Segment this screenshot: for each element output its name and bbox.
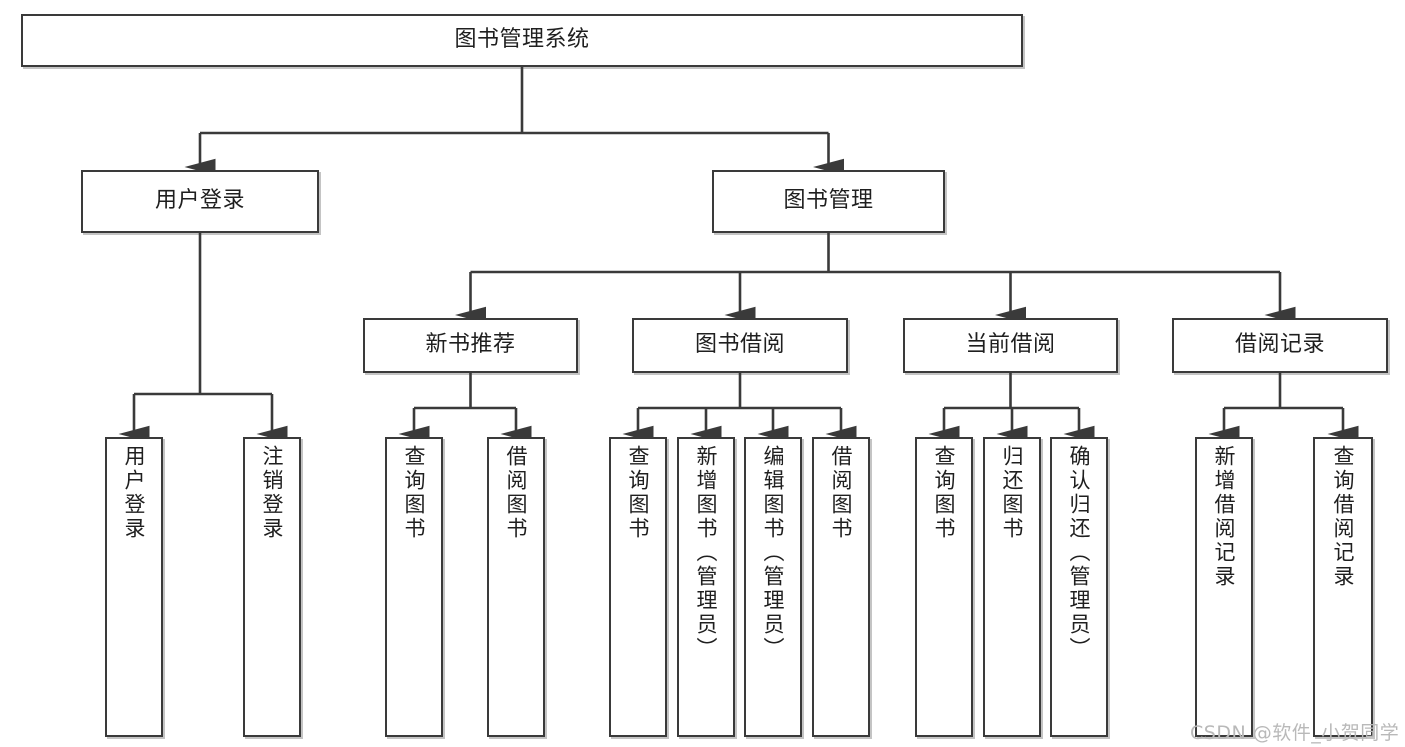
node-root[interactable]: 图书管理系统 (21, 14, 1023, 67)
node-label: 编辑图书（管理员） (761, 445, 786, 661)
node-label: 新书推荐 (425, 332, 516, 358)
node-user-login[interactable]: 用户登录 (81, 170, 319, 233)
leaf-leaf-return-book[interactable]: 归还图书 (983, 437, 1041, 737)
node-label: 查询借阅记录 (1331, 445, 1356, 589)
leaf-leaf-borrow-book-rec[interactable]: 借阅图书 (487, 437, 545, 737)
node-label: 借阅图书 (504, 445, 529, 541)
node-current-borrow[interactable]: 当前借阅 (903, 318, 1118, 373)
node-new-book-rec[interactable]: 新书推荐 (363, 318, 578, 373)
leaf-leaf-query-book-cur[interactable]: 查询图书 (915, 437, 973, 737)
node-label: 图书借阅 (694, 332, 785, 358)
leaf-leaf-add-book[interactable]: 新增图书（管理员） (677, 437, 735, 737)
node-label: 图书管理系统 (454, 27, 590, 53)
leaf-leaf-add-record[interactable]: 新增借阅记录 (1195, 437, 1253, 737)
node-book-borrow[interactable]: 图书借阅 (632, 318, 848, 373)
leaf-leaf-user-login[interactable]: 用户登录 (105, 437, 163, 737)
node-label: 新增借阅记录 (1212, 445, 1237, 589)
node-label: 借阅记录 (1234, 332, 1325, 358)
leaf-leaf-borrow-book[interactable]: 借阅图书 (812, 437, 870, 737)
node-label: 查询图书 (402, 445, 427, 541)
node-label: 用户登录 (122, 445, 147, 541)
node-label: 查询图书 (626, 445, 651, 541)
leaf-leaf-query-book-rec[interactable]: 查询图书 (385, 437, 443, 737)
node-label: 确认归还（管理员） (1067, 445, 1092, 661)
csdn-watermark: CSDN @软件_小贺同学 (1190, 722, 1400, 744)
leaf-leaf-query-book-borrow[interactable]: 查询图书 (609, 437, 667, 737)
leaf-leaf-edit-book[interactable]: 编辑图书（管理员） (744, 437, 802, 737)
node-label: 新增图书（管理员） (694, 445, 719, 661)
node-label: 用户登录 (154, 188, 245, 214)
node-label: 注销登录 (260, 445, 285, 541)
node-book-manage[interactable]: 图书管理 (712, 170, 945, 233)
node-label: 当前借阅 (965, 332, 1056, 358)
node-label: 查询图书 (932, 445, 957, 541)
leaf-leaf-query-record[interactable]: 查询借阅记录 (1313, 437, 1373, 737)
node-label: 图书管理 (783, 188, 874, 214)
leaf-leaf-confirm-return[interactable]: 确认归还（管理员） (1050, 437, 1108, 737)
node-borrow-record[interactable]: 借阅记录 (1172, 318, 1388, 373)
node-label: 归还图书 (1000, 445, 1025, 541)
leaf-leaf-logout[interactable]: 注销登录 (243, 437, 301, 737)
node-label: 借阅图书 (829, 445, 854, 541)
